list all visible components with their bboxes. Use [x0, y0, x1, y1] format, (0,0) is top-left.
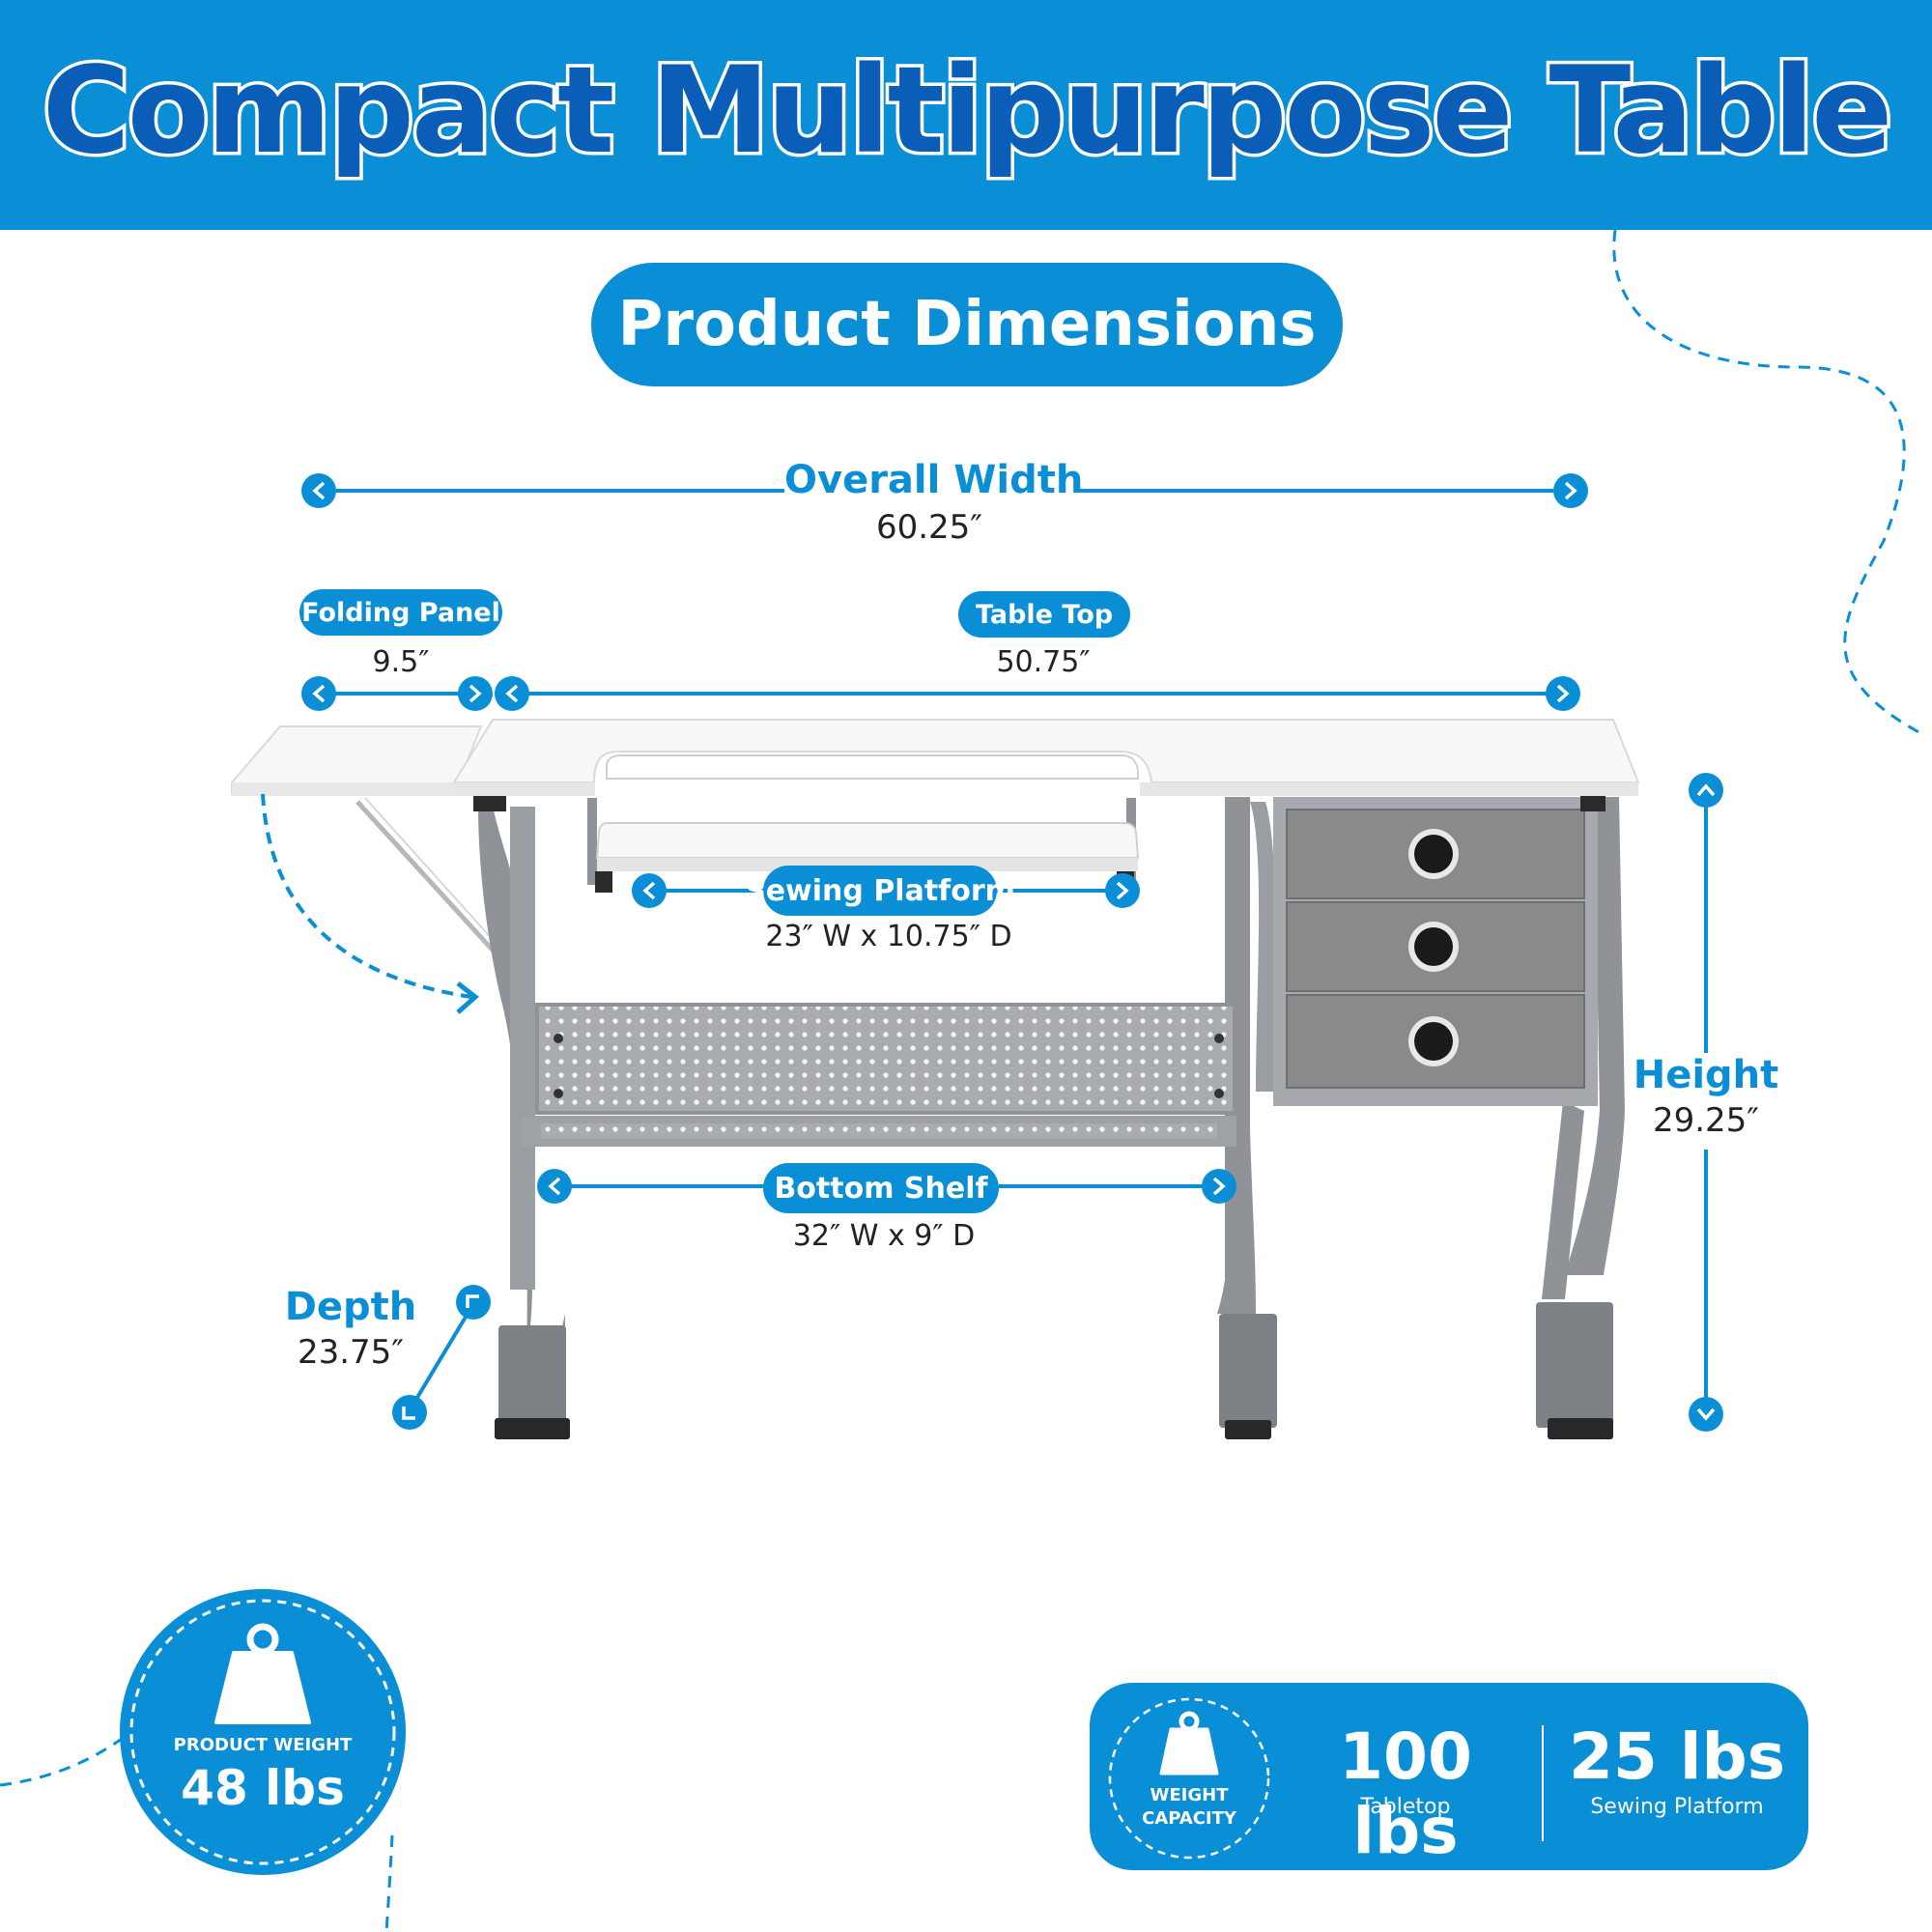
arrow-left-icon [301, 473, 336, 508]
folding-panel-dimension [301, 676, 493, 711]
arrow-up-right-icon [456, 1285, 491, 1320]
arrow-right-icon [1553, 473, 1588, 508]
drawer-stack [1286, 809, 1585, 1089]
arrow-down-icon [1689, 1397, 1723, 1432]
arrow-left-icon [537, 1169, 572, 1204]
height-dimension [1689, 773, 1723, 1432]
arrow-up-icon [1689, 773, 1723, 808]
product-weight-label: PRODUCT WEIGHT [173, 1735, 353, 1755]
sewing-platform-dimension [632, 873, 1140, 908]
product-weight-value: 48 lbs [181, 1760, 345, 1816]
arrow-right-icon [458, 676, 493, 711]
header-banner [0, 0, 1932, 230]
tabletop-capacity-value: 100 lbs [1339, 1719, 1472, 1868]
page-title: Compact Multipurpose Table [39, 39, 1896, 185]
decorative-curve-bottom-left [0, 1727, 136, 1787]
capacity-divider [1542, 1725, 1544, 1841]
overall-width-value: 60.25″ [875, 508, 983, 547]
weight-icon [1159, 1711, 1219, 1776]
arrow-left-icon [495, 676, 529, 711]
arrow-right-icon [1202, 1169, 1236, 1204]
arrow-down-left-icon [392, 1395, 427, 1430]
height-value: 29.25″ [1652, 1101, 1760, 1140]
depth-value: 23.75″ [297, 1333, 405, 1372]
bottom-shelf-dimension [537, 1169, 1236, 1204]
folding-panel-label: Folding Panel [299, 589, 502, 636]
decorative-curve-top-right [1612, 229, 1923, 736]
product-weight-badge [120, 1589, 406, 1875]
weight-capacity-badge-art [1108, 1697, 1270, 1860]
decorative-curve-bottom [384, 1834, 394, 1932]
arrow-right-icon [1546, 676, 1580, 711]
table-top-label: Table Top [958, 591, 1130, 638]
weight-capacity-label-line1: WEIGHT [1150, 1785, 1229, 1805]
section-title-pill: Product Dimensions [591, 263, 1343, 386]
sewing-platform-capacity-value: 25 lbs [1569, 1719, 1785, 1794]
table-top [452, 719, 1640, 783]
sewing-platform-value: 23″ W x 10.75″ D [765, 920, 1012, 953]
sewing-platform [595, 822, 1140, 859]
bottom-shelf-label: Bottom Shelf [763, 1163, 999, 1213]
sewing-platform-label: Sewing Platform [745, 866, 1015, 916]
weight-icon [214, 1623, 311, 1724]
folding-panel-value: 9.5″ [372, 645, 430, 679]
arrow-left-icon [301, 676, 336, 711]
bottom-shelf-value: 32″ W x 9″ D [792, 1219, 976, 1253]
height-label: Height [1633, 1053, 1779, 1097]
overall-width-label: Overall Width [784, 458, 1084, 502]
weight-capacity-panel [1090, 1683, 1808, 1870]
weight-capacity-label-line2: CAPACITY [1142, 1808, 1236, 1829]
tabletop-capacity-label: Tabletop [1360, 1795, 1451, 1819]
arrow-left-icon [632, 873, 667, 908]
fold-motion-arrow [261, 793, 472, 999]
depth-label: Depth [284, 1285, 417, 1329]
product-weight-badge-art [129, 1599, 396, 1865]
overall-width-dimension [301, 473, 1588, 508]
sewing-platform-capacity-label: Sewing Platform [1590, 1795, 1764, 1819]
arrow-right-icon [1105, 873, 1140, 908]
depth-dimension [392, 1285, 491, 1430]
table-top-value: 50.75″ [996, 645, 1091, 679]
table-top-dimension [495, 676, 1580, 711]
